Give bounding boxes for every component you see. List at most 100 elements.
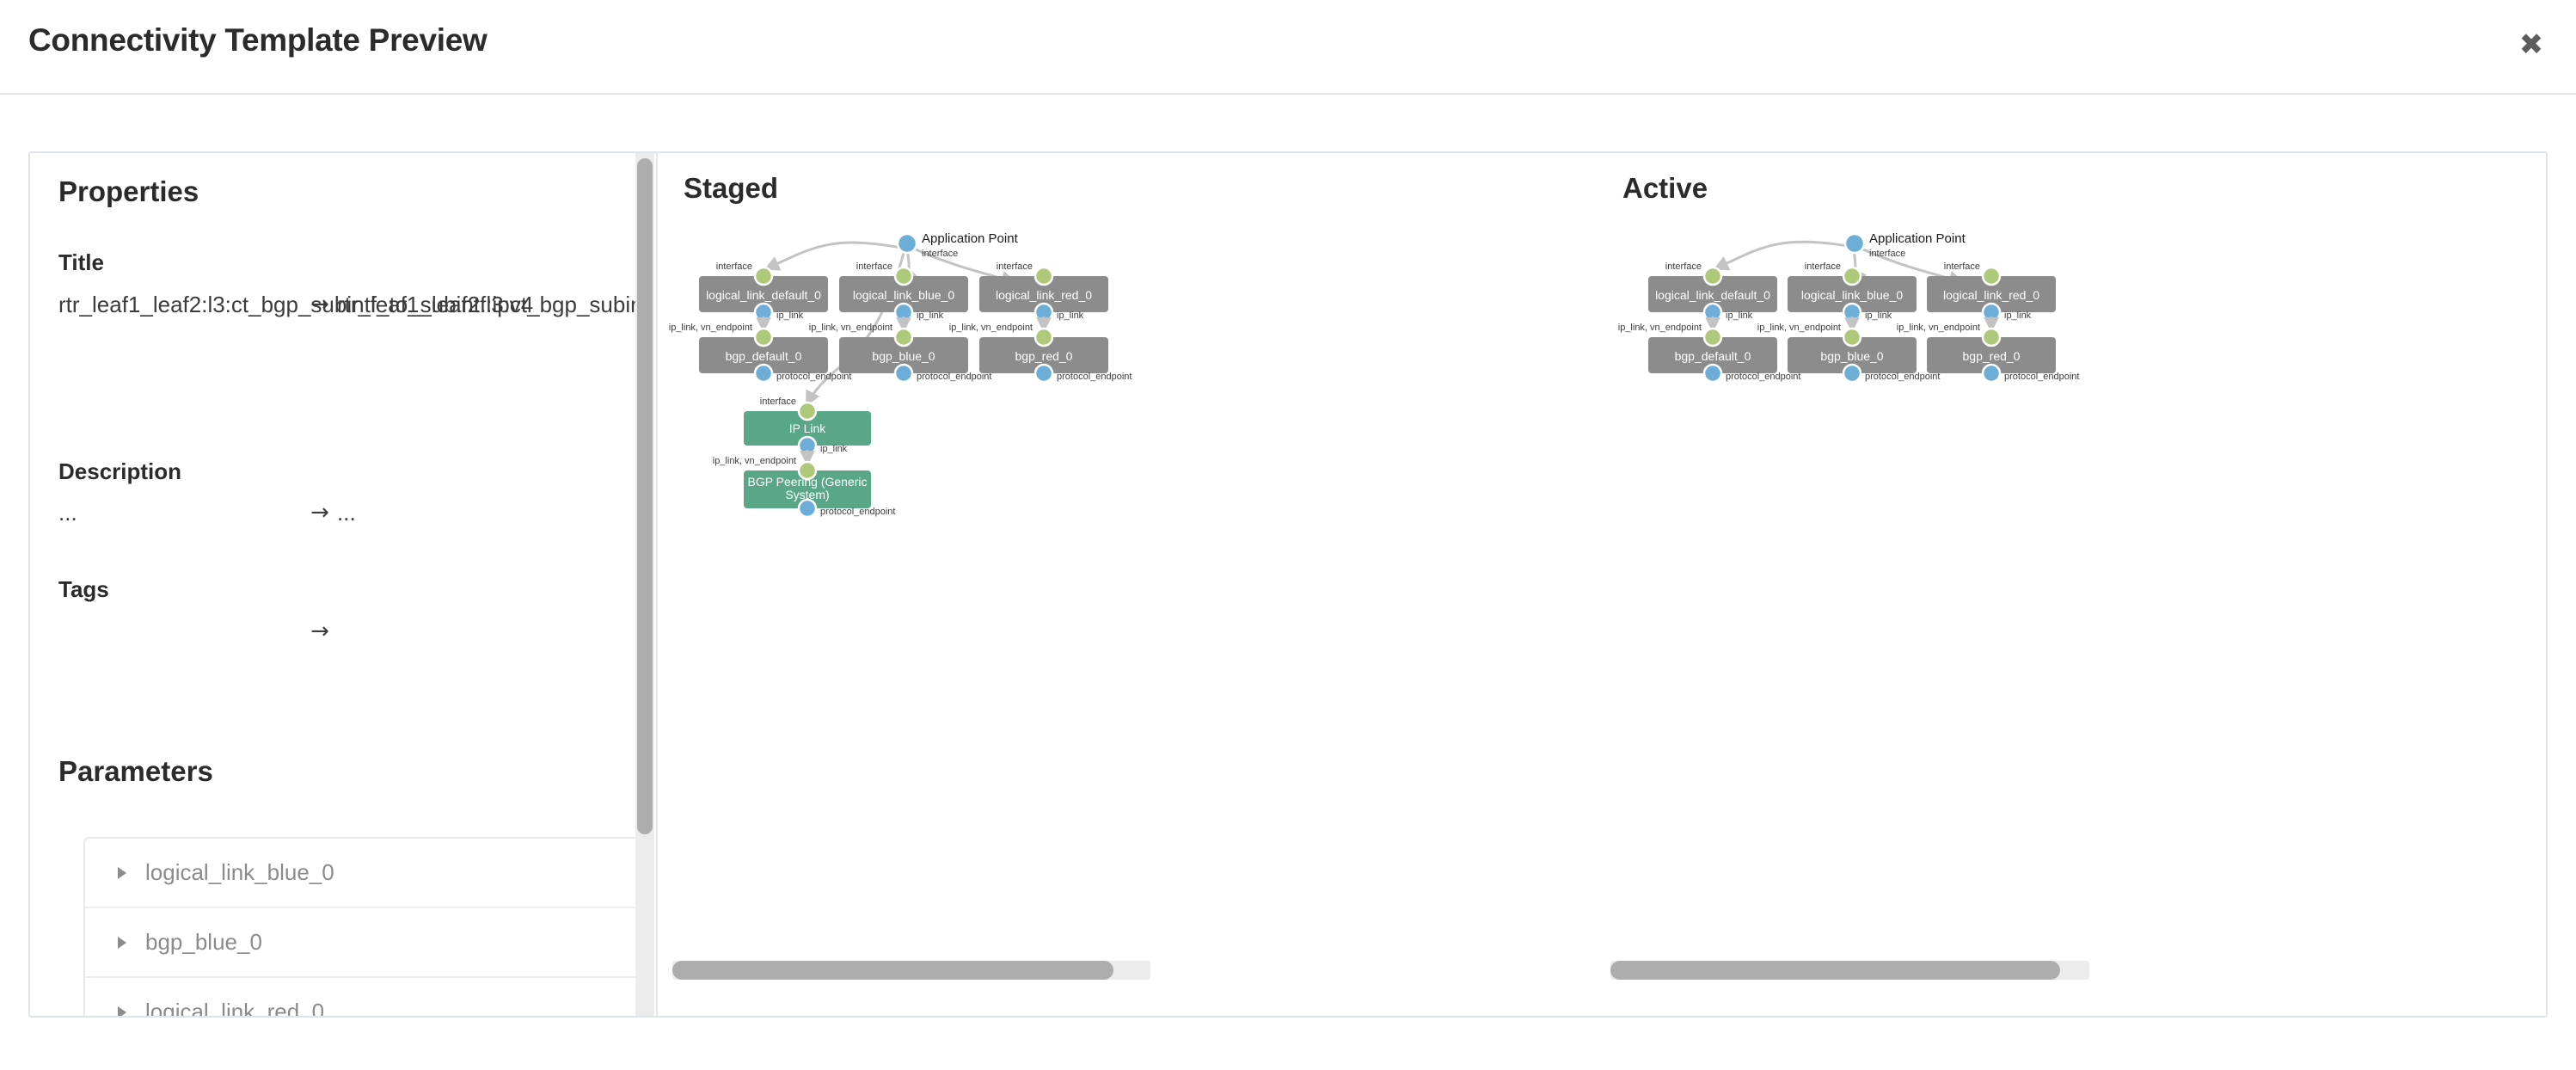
port-label-top: ip_link, vn_endpoint (669, 323, 752, 333)
port-label-top: interface (856, 261, 892, 272)
active-scrollbar-track[interactable] (1610, 961, 2089, 980)
port-label-bottom: protocol_endpoint (917, 372, 991, 382)
graph-node-application-point[interactable]: Application Point interface (896, 231, 1019, 259)
dialog-header: Connectivity Template Preview ✖ (0, 0, 2576, 95)
accordion-item-label: bgp_blue_0 (145, 929, 262, 955)
accordion-item-bgp-blue-0[interactable]: bgp_blue_0 (85, 908, 643, 978)
port-interface[interactable] (1842, 266, 1862, 286)
port-label-bottom: ip_link (1726, 311, 1753, 321)
port-ip-link-vn-endpoint[interactable] (797, 460, 818, 481)
node-label: bgp_red_0 (1963, 349, 2021, 363)
diff-arrow-icon: → (310, 618, 329, 644)
active-pane-title: Active (1622, 172, 1708, 204)
port-protocol-endpoint[interactable] (753, 363, 774, 384)
port-protocol-endpoint[interactable] (1033, 363, 1054, 384)
port-ip-link-vn-endpoint[interactable] (1981, 327, 2002, 347)
node-label: bgp_blue_0 (872, 349, 935, 363)
port-interface[interactable] (753, 266, 774, 286)
graph-node-bgp-blue-0[interactable]: bgp_blue_0 ip_link, vn_endpoint protocol… (1757, 323, 1941, 384)
application-point-node[interactable] (1843, 232, 1866, 255)
node-label: bgp_blue_0 (1820, 349, 1883, 363)
graph-node-bgp-default-0[interactable]: bgp_default_0 ip_link, vn_endpoint proto… (1618, 323, 1801, 384)
field-value-title: rtr_leaf1_leaf2:l3:ct_bgp_subintf_to_sub… (58, 289, 654, 321)
graph-node-application-point[interactable]: Application Point interface (1843, 231, 1966, 259)
graph-node-bgp-peering-generic-system[interactable]: BGP Peering (Generic System) ip_link, vn… (713, 456, 896, 519)
node-label: IP Link (789, 421, 827, 435)
graph-node-bgp-red-0[interactable]: bgp_red_0 ip_link, vn_endpoint protocol_… (949, 323, 1132, 384)
graph-node-logical-link-blue-0[interactable]: logical_link_blue_0 interface ip_link (839, 261, 968, 323)
graph-node-logical-link-blue-0[interactable]: logical_link_blue_0 interface ip_link (1788, 261, 1917, 323)
graph-node-bgp-red-0[interactable]: bgp_red_0 ip_link, vn_endpoint protocol_… (1897, 323, 2080, 384)
port-ip-link-vn-endpoint[interactable] (1033, 327, 1054, 347)
accordion-item-logical-link-red-0[interactable]: logical_link_red_0 (85, 978, 643, 1016)
field-value-title-after: rtr_leaf1_leaf2:l3:ct_bgp_subintf_to_sub… (337, 292, 654, 317)
port-label-top: interface (1805, 261, 1841, 272)
port-label-top: interface (1665, 261, 1702, 272)
field-label-description: Description (58, 458, 182, 484)
port-label-bottom: ip_link (2004, 311, 2032, 321)
diff-arrow-icon: → (310, 500, 329, 526)
node-label: logical_link_blue_0 (1801, 288, 1904, 302)
properties-heading: Properties (58, 175, 199, 207)
node-label: logical_link_default_0 (706, 288, 821, 302)
accordion-item-logical-link-blue-0[interactable]: logical_link_blue_0 (85, 839, 643, 908)
port-ip-link-vn-endpoint[interactable] (893, 327, 914, 347)
port-protocol-endpoint[interactable] (797, 498, 818, 519)
staged-scrollbar-thumb[interactable] (672, 961, 1113, 980)
port-interface[interactable] (1981, 266, 2002, 286)
staged-pane-title: Staged (684, 172, 779, 204)
field-label-title: Title (58, 249, 104, 275)
accordion-item-label: logical_link_blue_0 (145, 859, 334, 885)
properties-scrollbar-track[interactable] (635, 153, 654, 1016)
graph-node-logical-link-default-0[interactable]: logical_link_default_0 interface ip_link (699, 261, 828, 323)
graph-node-bgp-blue-0[interactable]: bgp_blue_0 ip_link, vn_endpoint protocol… (809, 323, 992, 384)
graph-node-logical-link-red-0[interactable]: logical_link_red_0 interface ip_link (979, 261, 1108, 323)
graph-node-logical-link-red-0[interactable]: logical_link_red_0 interface ip_link (1927, 261, 2056, 323)
port-label-top: ip_link, vn_endpoint (809, 323, 892, 333)
application-point-node[interactable] (896, 232, 918, 255)
chevron-right-icon (118, 866, 126, 879)
diff-arrow-icon: → (310, 292, 329, 317)
close-icon[interactable]: ✖ (2512, 26, 2550, 64)
graph-node-logical-link-default-0[interactable]: logical_link_default_0 interface ip_link (1648, 261, 1777, 323)
port-interface[interactable] (1702, 266, 1723, 286)
staged-pane: Staged logical_link_default_0 interface (656, 153, 1595, 1016)
port-ip-link-vn-endpoint[interactable] (753, 327, 774, 347)
port-label-bottom: ip_link (776, 311, 804, 321)
field-value-tags: → (58, 616, 626, 648)
node-label: bgp_default_0 (726, 349, 802, 363)
properties-scrollbar-thumb[interactable] (637, 158, 653, 834)
node-label: bgp_default_0 (1675, 349, 1751, 363)
graph-node-bgp-default-0[interactable]: bgp_default_0 ip_link, vn_endpoint proto… (669, 323, 852, 384)
port-protocol-endpoint[interactable] (1981, 363, 2002, 384)
port-protocol-endpoint[interactable] (1702, 363, 1723, 384)
port-label-bottom: ip_link (1865, 311, 1892, 321)
node-label: logical_link_red_0 (1943, 288, 2039, 302)
port-label-bottom: protocol_endpoint (2004, 372, 2079, 382)
application-point-label: Application Point (1869, 231, 1966, 246)
node-label: bgp_red_0 (1015, 349, 1073, 363)
preview-card: Properties Title rtr_leaf1_leaf2:l3:ct_b… (28, 151, 2548, 1018)
field-value-description-before: ... (58, 500, 77, 526)
port-ip-link-vn-endpoint[interactable] (1702, 327, 1723, 347)
chevron-right-icon (118, 936, 126, 949)
port-protocol-endpoint[interactable] (893, 363, 914, 384)
active-pane: Active logical_link_default_0 interface … (1597, 153, 2548, 1016)
graph-node-ip-link[interactable]: IP Link interface ip_link (744, 397, 871, 456)
staged-graph[interactable]: logical_link_default_0 interface ip_link… (658, 153, 1595, 1016)
port-interface[interactable] (1033, 266, 1054, 286)
port-protocol-endpoint[interactable] (1842, 363, 1862, 384)
port-label-top: ip_link, vn_endpoint (1757, 323, 1841, 333)
port-label-bottom: ip_link (917, 311, 944, 321)
port-label-top: ip_link, vn_endpoint (949, 323, 1033, 333)
application-point-port-label: interface (922, 249, 958, 259)
staged-scrollbar-track[interactable] (672, 961, 1150, 980)
active-scrollbar-thumb[interactable] (1610, 961, 2060, 980)
port-label-bottom: protocol_endpoint (1726, 372, 1800, 382)
accordion-item-label: logical_link_red_0 (145, 999, 325, 1016)
port-ip-link-vn-endpoint[interactable] (1842, 327, 1862, 347)
port-interface[interactable] (797, 401, 818, 421)
port-interface[interactable] (893, 266, 914, 286)
field-value-description: ... → ... (58, 497, 626, 529)
active-graph[interactable]: logical_link_default_0 interface ip_link… (1597, 153, 2548, 1016)
